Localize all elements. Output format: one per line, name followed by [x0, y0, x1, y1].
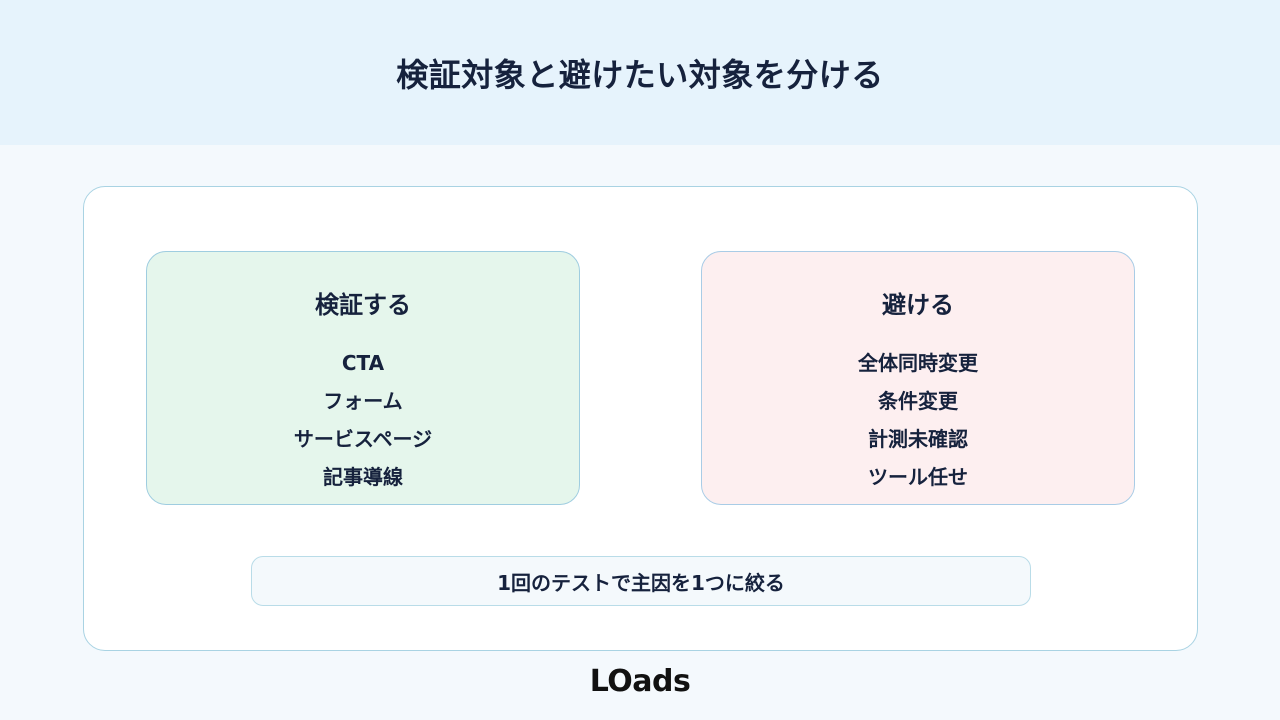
summary-note: 1回のテストで主因を1つに絞る — [251, 556, 1031, 606]
verify-title: 検証する — [315, 291, 411, 319]
avoid-title: 避ける — [882, 291, 954, 319]
verify-item: フォーム — [323, 389, 403, 413]
verify-item: サービスページ — [293, 427, 433, 451]
page-title: 検証対象と避けたい対象を分ける — [396, 55, 884, 94]
summary-note-text: 1回のテストで主因を1つに絞る — [497, 570, 785, 595]
verify-item: CTA — [341, 351, 385, 375]
verify-box: 検証する CTA フォーム サービスページ 記事導線 — [146, 251, 580, 505]
brand-logo: LOads — [589, 664, 691, 699]
avoid-item: ツール任せ — [868, 465, 968, 489]
header-band: 検証対象と避けたい対象を分ける — [0, 0, 1280, 145]
avoid-item: 条件変更 — [878, 389, 958, 413]
main-panel: 検証する CTA フォーム サービスページ 記事導線 避ける 全体同時変更 条件… — [83, 186, 1198, 651]
avoid-list: 全体同時変更 条件変更 計測未確認 ツール任せ — [858, 344, 978, 496]
avoid-item: 全体同時変更 — [858, 351, 978, 375]
verify-item: 記事導線 — [322, 465, 403, 489]
avoid-item: 計測未確認 — [868, 427, 968, 451]
verify-list: CTA フォーム サービスページ 記事導線 — [294, 344, 432, 496]
avoid-box: 避ける 全体同時変更 条件変更 計測未確認 ツール任せ — [701, 251, 1135, 505]
